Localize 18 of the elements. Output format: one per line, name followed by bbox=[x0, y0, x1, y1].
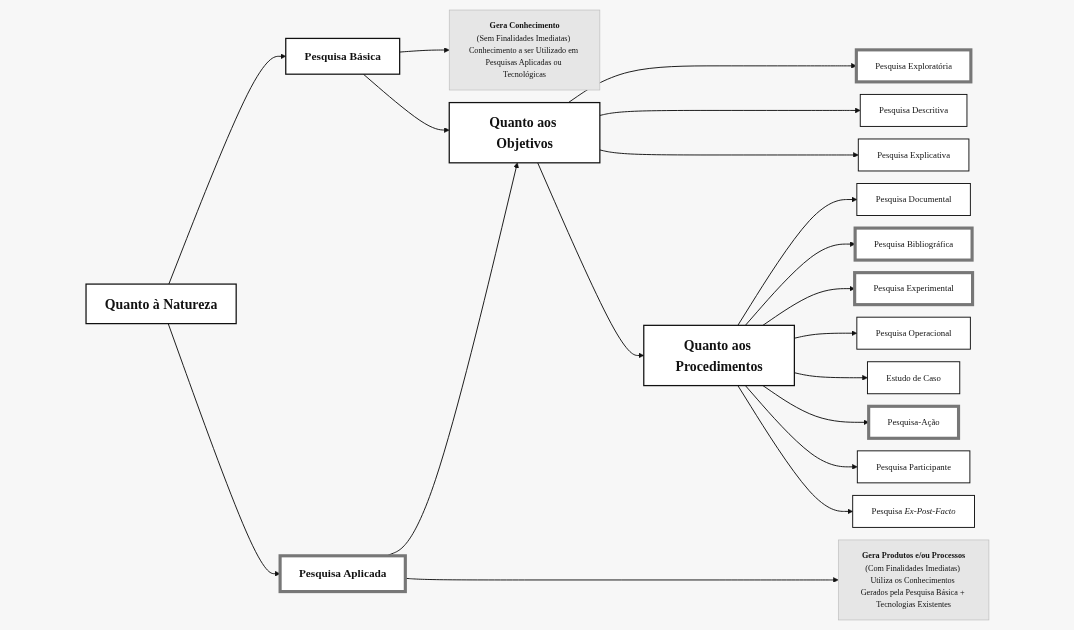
node-box: Pesquisa Descritiva bbox=[859, 93, 967, 127]
node-box: Pesquisa-Ação bbox=[866, 404, 960, 440]
node-box: Pesquisa Participante bbox=[856, 450, 970, 484]
node-box: Pesquisa Aplicada bbox=[278, 554, 407, 594]
node-box: Pesquisa Bibliográfica bbox=[853, 226, 974, 262]
node-box: Pesquisa Experimental bbox=[852, 271, 974, 307]
node-box: Pesquisa Básica bbox=[284, 37, 400, 75]
node-box: Quanto aos Procedimentos bbox=[642, 324, 795, 387]
node-box: Pesquisa Operacional bbox=[855, 316, 971, 350]
node-box: Pesquisa Documental bbox=[855, 183, 971, 216]
node-box: Estudo de Caso bbox=[866, 361, 960, 395]
node-box: Pesquisa Exploratória bbox=[854, 48, 972, 84]
node-box: Pesquisa Ex-Post-Facto bbox=[851, 494, 975, 528]
node-box: Quanto aos Objetivos bbox=[448, 101, 600, 164]
node-box: Quanto à Natureza bbox=[84, 283, 237, 325]
node-box: Gera Produtos e/ou Processos (Com Finalidades Imediatas) Utiliza os Conhecimentos Gerados pela Pesquisa Básica + Tecnologias Existentes bbox=[837, 539, 989, 621]
node-box: Gera Conhecimento (Sem Finalidades Imediatas) Conhecimento a ser Utilizado em Pesquisas Aplicadas ou Tecnológicas bbox=[448, 9, 600, 91]
node-box: Pesquisa Explicativa bbox=[857, 138, 969, 172]
